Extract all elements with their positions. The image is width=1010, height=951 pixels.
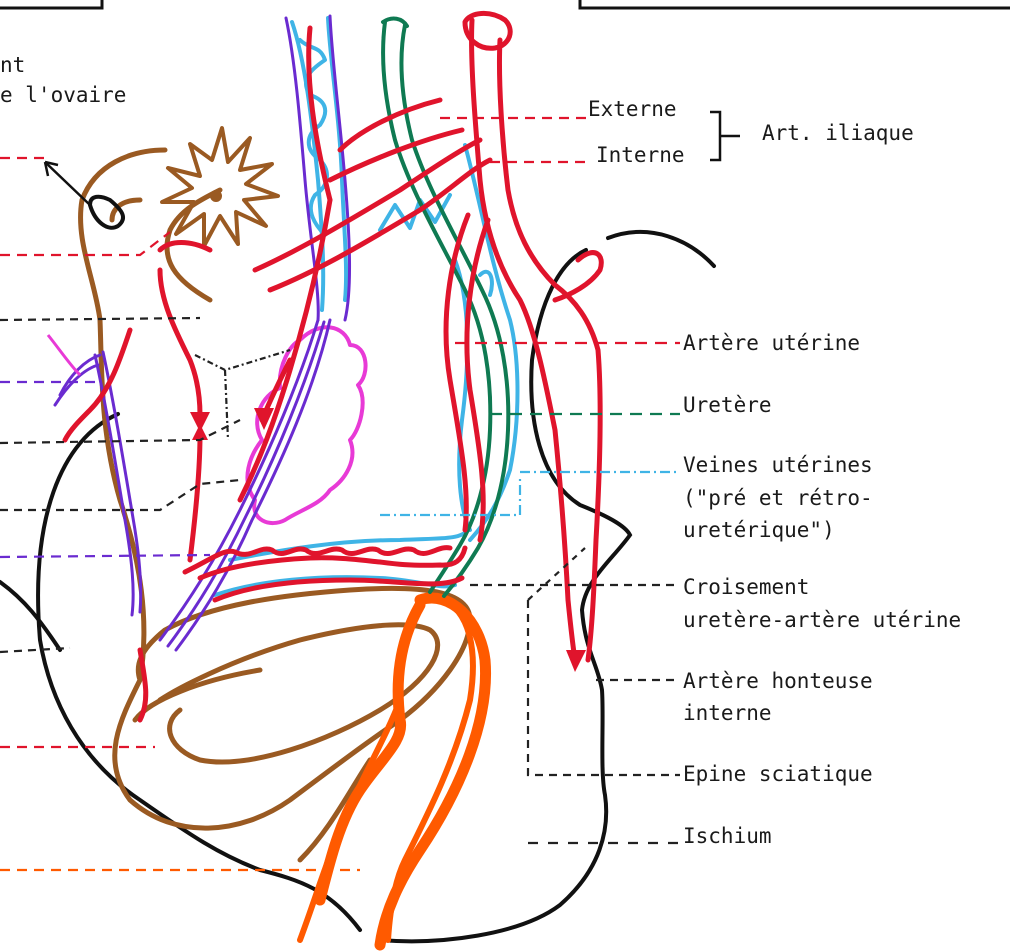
label-ovary-partial-1: nt xyxy=(0,53,25,77)
leader-lines xyxy=(0,118,680,870)
leader-left-7 xyxy=(0,555,210,557)
label-uterine-veins-2: ("pré et rétro- xyxy=(683,486,873,510)
label-uterine-veins-3: uretérique") xyxy=(683,518,835,542)
label-uterine-veins-1: Veines utérines xyxy=(683,453,873,477)
ovarian-vein-pink-branch xyxy=(48,335,80,375)
label-iliac-internal: Interne xyxy=(596,143,685,167)
label-crossing-1: Croisement xyxy=(683,575,809,599)
top-frame-lines xyxy=(0,0,1010,8)
leader-crossing-diag xyxy=(528,548,585,600)
label-pudendal-2: interne xyxy=(683,701,772,725)
iliac-bracket xyxy=(710,112,740,160)
label-iliac-group: Art. iliaque xyxy=(762,121,914,145)
ovary xyxy=(162,128,278,246)
label-ischium: Ischium xyxy=(683,824,772,848)
label-uterine-artery: Artère utérine xyxy=(683,331,860,355)
label-pudendal-1: Artère honteuse xyxy=(683,669,873,693)
label-sciatic-spine: Epine sciatique xyxy=(683,762,873,786)
black-arrow xyxy=(45,162,90,205)
tube-loop xyxy=(90,197,123,228)
arrow-up-left xyxy=(192,424,208,440)
arrow-pudendal xyxy=(566,650,586,672)
label-crossing-2: uretère-artère utérine xyxy=(683,608,961,632)
uterus-structure xyxy=(81,150,470,860)
label-ureter: Uretère xyxy=(683,393,772,417)
label-iliac-external: Externe xyxy=(588,97,677,121)
pelvic-bone-outline xyxy=(0,232,714,941)
label-ovary-partial-2: e l'ovaire xyxy=(0,83,126,107)
